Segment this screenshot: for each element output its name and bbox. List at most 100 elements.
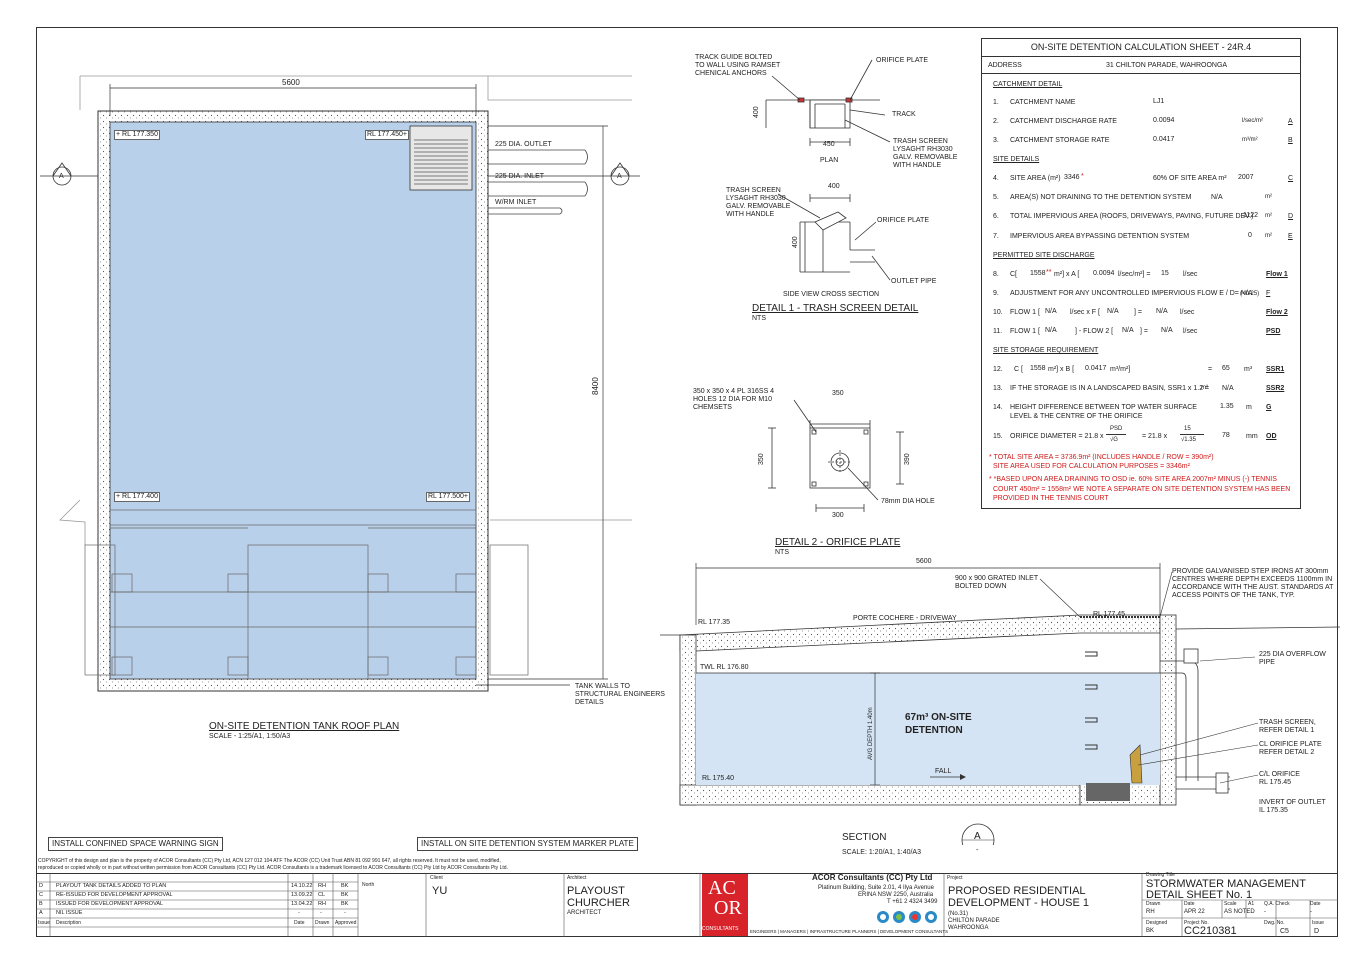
impervious-area-unit: m²	[1265, 213, 1272, 219]
rev-a-desc: NIL ISSUE	[56, 910, 83, 916]
note-based-upon: * *BASED UPON AREA DRAINING TO OSD ie. 6…	[989, 476, 1277, 483]
a1-label: A1	[1248, 901, 1255, 907]
roof-plan-drawing	[40, 75, 640, 692]
detail2-dim-350b: 350	[758, 453, 765, 465]
acor-logo: AC OR CONSULTANTS	[702, 874, 748, 936]
row12-num: 12.	[993, 366, 1003, 373]
architect-line-3: ARCHITECT	[567, 910, 602, 916]
discharge-rate-ref: A	[1288, 118, 1293, 125]
project-line-4: CHILTON PARADE	[948, 918, 1000, 924]
title-block	[36, 873, 1338, 938]
row1-num: 1.	[993, 99, 999, 106]
date2-value: -	[1310, 909, 1312, 915]
detention-volume: 67m³ ON-SITE DETENTION	[905, 712, 972, 736]
orifice-diameter-label: ORIFICE DIAMETER = 21.8 x	[1010, 433, 1104, 440]
row11-result: N/A	[1161, 327, 1173, 334]
rev-c-issue: C	[39, 892, 43, 898]
qa-label: Q.A. Check	[1264, 901, 1290, 907]
row10-num: 10.	[993, 309, 1003, 316]
address-label: ADDRESS	[988, 62, 1022, 69]
track-label: TRACK	[892, 111, 916, 118]
impervious-area-ref: D	[1288, 213, 1294, 220]
row14-num: 14.	[993, 404, 1003, 411]
inlet-label: 225 DIA. INLET	[495, 173, 545, 180]
catchment-name-label: CATCHMENT NAME	[1010, 99, 1076, 106]
rev-a-approved: -	[344, 910, 346, 916]
site-area-ref: C	[1288, 175, 1294, 182]
cl-orifice-rl: C/L ORIFICE RL 175.45	[1259, 771, 1300, 786]
note-total-area: * TOTAL SITE AREA = 3736.9m² (INCLUDES H…	[989, 454, 1214, 461]
rev-b-approved: BK	[341, 901, 349, 907]
orifice-eq: = 21.8 x	[1142, 433, 1168, 440]
row8-result-unit: l/sec	[1183, 271, 1198, 278]
logo-word: CONSULTANTS	[702, 926, 739, 932]
od-ref: OD	[1266, 433, 1277, 440]
row12-result: 65	[1222, 365, 1230, 372]
rl-17540: RL 175.40	[702, 775, 735, 782]
detail2-title: DETAIL 2 - ORIFICE PLATE	[775, 537, 901, 548]
logo-bottom: OR	[714, 897, 742, 919]
landscaped-value: N/A	[1222, 385, 1234, 392]
roof-dim-height: 8400	[591, 377, 600, 395]
note-provided: PROVIDED IN THE TENNIS COURT	[993, 495, 1109, 502]
rev-d-approved: BK	[341, 883, 349, 889]
roof-plan-title: ON-SITE DETENTION TANK ROOF PLAN	[209, 721, 400, 732]
row8-result: 15	[1161, 270, 1169, 277]
calc-address-row	[982, 56, 1300, 74]
detail2-dim-300: 300	[832, 512, 844, 519]
site-area-value: 3346	[1064, 174, 1080, 181]
client-label: Client	[430, 875, 443, 881]
orifice-num-top: 15	[1184, 426, 1191, 432]
orifice-plate-label-2: ORIFICE PLATE	[877, 217, 929, 224]
detail1-nts: NTS	[752, 315, 766, 322]
certification-badge-icon	[877, 911, 937, 923]
fall-label: FALL	[935, 768, 952, 775]
architect-label: Architect	[567, 875, 587, 881]
wm-inlet-label: W/RM INLET	[495, 199, 537, 206]
storage-rate-value: 0.0417	[1153, 136, 1175, 143]
orifice-plate-label: ORIFICE PLATE	[876, 57, 928, 64]
row11-unit: l/sec	[1183, 328, 1198, 335]
scale-value: AS NOTED	[1224, 909, 1255, 915]
row13-num: 13.	[993, 385, 1003, 392]
rl-top-left: + RL 177.350	[114, 130, 160, 140]
avg-depth-label: AVG DEPTH 1.40m	[868, 707, 874, 760]
detail2-nts: NTS	[775, 549, 789, 556]
row10-result: N/A	[1156, 308, 1168, 315]
rev-c-approved: BK	[341, 892, 349, 898]
outlet-label: 225 DIA. OUTLET	[495, 141, 552, 148]
not-draining-unit: m²	[1265, 194, 1272, 200]
roof-dim-width: 5600	[282, 78, 300, 87]
site-area-60-value: 2007	[1238, 174, 1254, 181]
row7-num: 7.	[993, 233, 999, 240]
row12-eq: =	[1208, 366, 1213, 373]
row12-b: m²] x B [	[1048, 366, 1075, 373]
drawing-sheet-border	[36, 27, 1338, 937]
architect-line-1: PLAYOUST	[567, 885, 625, 897]
bypass-area-value: 0	[1248, 232, 1252, 239]
site-heading: SITE DETAILS	[993, 156, 1040, 163]
row8-a-value: 0.0094	[1093, 270, 1115, 277]
rev-header-date: Date	[294, 920, 305, 926]
detail2-dim-350a: 350	[832, 390, 844, 397]
row11-flow1-value: N/A	[1045, 327, 1057, 334]
detail2-dim-390: 390	[904, 453, 911, 465]
issue-label: Issue	[1312, 920, 1324, 926]
logo-top: AC	[708, 877, 736, 899]
section-marker-left: A	[59, 173, 64, 180]
not-draining-value: N/A	[1211, 194, 1223, 201]
row15-num: 15.	[993, 433, 1003, 440]
plate-note: 350 x 350 x 4 PL 316SS 4 HOLES 12 DIA FO…	[693, 388, 775, 411]
rev-c-date: 13.09.22	[291, 892, 313, 898]
drawing-title-2: DETAIL SHEET No. 1	[1146, 889, 1253, 901]
section-drawing	[660, 563, 1340, 845]
detail1-drawing	[765, 59, 891, 281]
section-marker: A	[974, 831, 981, 842]
date-label: Date	[1184, 901, 1195, 907]
step-irons-note: PROVIDE GALVANISED STEP IRONS AT 300mm C…	[1172, 568, 1334, 599]
catchment-heading: CATCHMENT DETAIL	[993, 81, 1063, 88]
detail1-dim-400c: 400	[792, 236, 799, 248]
section-marker-right: A	[617, 173, 622, 180]
trash-screen-ref: TRASH SCREEN, REFER DETAIL 1	[1259, 719, 1316, 734]
rev-d-drawn: RH	[318, 883, 326, 889]
